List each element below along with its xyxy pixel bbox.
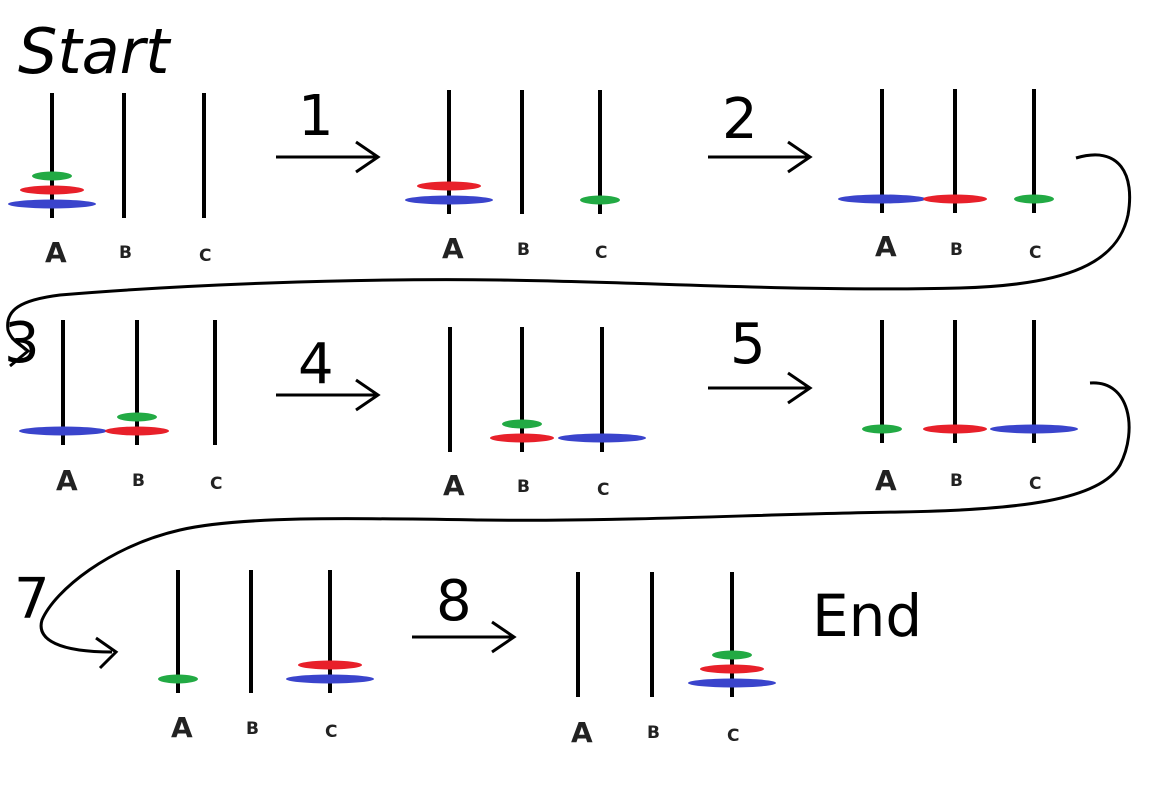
disk-small bbox=[502, 419, 542, 429]
peg-label-b: B bbox=[950, 240, 963, 260]
peg-label-a: A bbox=[45, 236, 67, 269]
peg-label-a: A bbox=[442, 232, 464, 265]
disk-medium bbox=[490, 433, 554, 443]
peg-label-a: A bbox=[875, 464, 897, 497]
disk-small bbox=[158, 674, 198, 684]
step-number: 4 bbox=[298, 332, 334, 397]
peg-label-a: A bbox=[171, 711, 193, 744]
state-0: A B C bbox=[8, 93, 211, 269]
disk-medium bbox=[105, 426, 169, 436]
disk-medium bbox=[700, 664, 764, 674]
disk-large bbox=[838, 194, 926, 204]
arrow-head bbox=[355, 140, 381, 174]
disk-medium bbox=[417, 181, 481, 191]
title-start: Start bbox=[18, 15, 172, 88]
peg-label-b: B bbox=[119, 243, 132, 263]
arrow-head bbox=[355, 378, 381, 412]
connector-row2-row3 bbox=[39, 381, 1131, 654]
step-number: 5 bbox=[730, 312, 766, 377]
peg-label-c: C bbox=[1029, 243, 1041, 263]
end-label: End bbox=[812, 582, 922, 650]
step-arrow-2: 2 bbox=[708, 87, 813, 174]
states-layer: A B C A B C A B C A B C A B C A B C A B C A B C bbox=[8, 89, 1078, 749]
peg-label-c: C bbox=[210, 474, 222, 494]
disk-large bbox=[8, 199, 96, 209]
step-arrow-3: 3 bbox=[4, 311, 40, 376]
peg-label-c: C bbox=[595, 243, 607, 263]
step-arrow-5: 5 bbox=[708, 312, 813, 405]
state-6: A B C bbox=[158, 570, 374, 744]
disk-large bbox=[286, 674, 374, 684]
disk-small bbox=[32, 171, 72, 181]
peg-label-c: C bbox=[727, 726, 739, 746]
step-arrow-4: 4 bbox=[276, 332, 381, 412]
peg-label-c: C bbox=[1029, 474, 1041, 494]
step-number: 8 bbox=[436, 569, 472, 634]
arrow-head bbox=[491, 620, 517, 654]
peg-label-a: A bbox=[56, 464, 78, 497]
step-number: 3 bbox=[4, 311, 40, 376]
disk-large bbox=[990, 424, 1078, 434]
disk-large bbox=[405, 195, 493, 205]
peg-label-b: B bbox=[132, 471, 145, 491]
peg-label-a: A bbox=[443, 469, 465, 502]
peg-label-a: A bbox=[571, 716, 593, 749]
disk-medium bbox=[923, 194, 987, 204]
state-1: A B C bbox=[405, 90, 620, 265]
disk-medium bbox=[923, 424, 987, 434]
connector-arrowhead-7 bbox=[95, 636, 119, 670]
arrows-layer: 1 2 3 4 5 7 8 bbox=[4, 84, 813, 654]
disk-large bbox=[558, 433, 646, 443]
arrow-head bbox=[787, 371, 813, 405]
step-number: 2 bbox=[722, 87, 758, 152]
peg-label-b: B bbox=[517, 240, 530, 260]
step-arrow-7: 7 bbox=[14, 567, 50, 632]
disk-medium bbox=[20, 185, 84, 195]
disk-small bbox=[117, 412, 157, 422]
state-3: A B C bbox=[19, 320, 222, 497]
disk-large bbox=[688, 678, 776, 688]
disk-small bbox=[580, 195, 620, 205]
disk-medium bbox=[298, 660, 362, 670]
disk-small bbox=[712, 650, 752, 660]
step-number: 1 bbox=[298, 84, 334, 149]
connector-row1-row2 bbox=[6, 153, 1132, 352]
state-2: A B C bbox=[838, 89, 1054, 263]
peg-label-c: C bbox=[597, 480, 609, 500]
peg-label-a: A bbox=[875, 230, 897, 263]
disk-large bbox=[19, 426, 107, 436]
disk-small bbox=[1014, 194, 1054, 204]
connector-curves bbox=[6, 153, 1132, 670]
step-arrow-1: 1 bbox=[276, 84, 381, 174]
peg-label-c: C bbox=[199, 246, 211, 266]
peg-label-c: C bbox=[325, 722, 337, 742]
disk-small bbox=[862, 424, 902, 434]
connector-arrowhead-3 bbox=[9, 336, 31, 368]
state-5: A B C bbox=[862, 320, 1078, 497]
state-7: A B C bbox=[571, 572, 776, 749]
state-4: A B C bbox=[443, 327, 646, 502]
peg-label-b: B bbox=[517, 477, 530, 497]
step-arrow-8: 8 bbox=[412, 569, 517, 654]
peg-label-b: B bbox=[647, 723, 660, 743]
step-number: 7 bbox=[14, 567, 50, 632]
arrow-head bbox=[787, 140, 813, 174]
peg-label-b: B bbox=[246, 719, 259, 739]
peg-label-b: B bbox=[950, 471, 963, 491]
